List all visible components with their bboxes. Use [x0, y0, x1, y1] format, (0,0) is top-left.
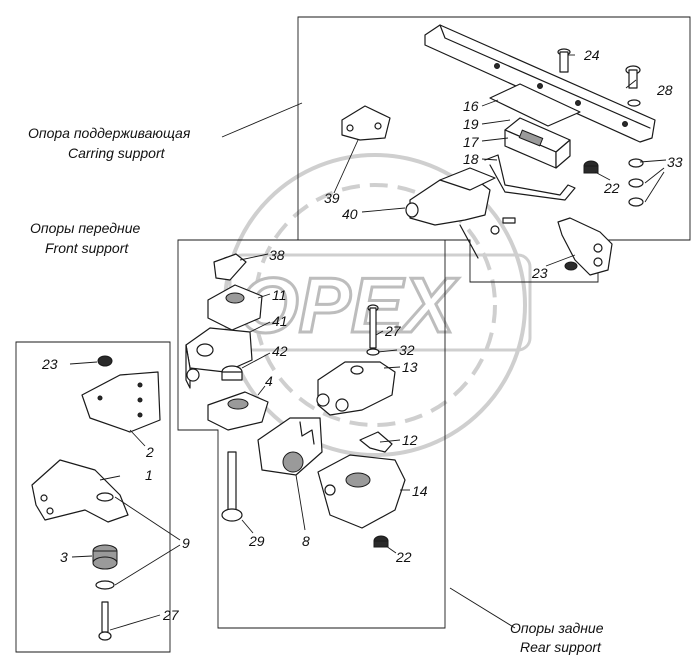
part-14-housing — [317, 454, 406, 529]
caption-front-en: Front support — [45, 240, 129, 256]
part-28-bolt — [625, 65, 641, 107]
leader-lines — [69, 54, 667, 631]
callout-33: 33 — [667, 154, 683, 170]
callout-42: 42 — [272, 343, 288, 359]
callout-38: 38 — [269, 247, 285, 263]
callouts: 24 28 16 19 17 18 33 22 39 40 23 38 11 4… — [41, 47, 683, 623]
callout-17: 17 — [463, 134, 480, 150]
part-24-bolt — [557, 48, 571, 73]
part-8-housing — [257, 417, 323, 476]
callout-23-front: 23 — [41, 356, 58, 372]
part-17-rubber-block — [504, 117, 571, 169]
callout-19: 19 — [463, 116, 479, 132]
callout-18: 18 — [463, 151, 479, 167]
part-22-nut-bottom — [373, 535, 389, 548]
part-19-plate — [489, 83, 581, 127]
part-39-bracket — [341, 105, 391, 141]
part-42-bushing — [221, 365, 243, 381]
callout-28: 28 — [656, 82, 673, 98]
callout-23-right: 23 — [531, 265, 548, 281]
callout-39: 39 — [324, 190, 340, 206]
callout-9: 9 — [182, 535, 190, 551]
part-27-bolt-rear — [367, 304, 379, 349]
callout-3: 3 — [60, 549, 68, 565]
part-4-pad — [207, 391, 269, 431]
callout-14: 14 — [412, 483, 428, 499]
captions: Опора поддерживающая Carring support Опо… — [28, 125, 604, 655]
callout-1: 1 — [145, 467, 153, 483]
part-9-washers — [95, 492, 115, 590]
callout-41: 41 — [272, 313, 288, 329]
callout-29: 29 — [248, 533, 265, 549]
callout-13: 13 — [402, 359, 418, 375]
part-32-washer — [366, 348, 380, 356]
opex-watermark: OPEX — [223, 153, 532, 457]
callout-27-front: 27 — [162, 607, 180, 623]
part-38-bracket — [213, 253, 247, 281]
rear-support-frame — [177, 239, 446, 629]
callout-4: 4 — [265, 373, 273, 389]
part-40-mount — [405, 167, 516, 259]
callout-32: 32 — [399, 342, 415, 358]
part-33-washers — [628, 158, 644, 207]
caption-support-ru: Опора поддерживающая — [28, 125, 191, 141]
part-3-rubber — [92, 544, 118, 570]
callout-11: 11 — [272, 287, 287, 303]
part-23-nut-front — [97, 355, 113, 367]
watermark-text: OPEX — [238, 261, 459, 349]
part-1-arm — [31, 459, 129, 523]
part-12-clip — [359, 431, 393, 453]
caption-rear-ru: Опоры задние — [510, 620, 604, 636]
part-23-right-bracket — [557, 217, 613, 276]
callout-24: 24 — [583, 47, 600, 63]
part-29-bolt — [221, 451, 243, 522]
callout-12: 12 — [402, 432, 418, 448]
part-22-nut-top — [583, 160, 599, 174]
part-41-bracket — [185, 327, 253, 389]
part-13-bracket — [316, 361, 396, 416]
part-11-cushion — [207, 284, 263, 331]
callout-27-rear: 27 — [384, 323, 402, 339]
callout-40: 40 — [342, 206, 358, 222]
front-support-frame — [15, 341, 171, 653]
part-16-cross-member — [424, 24, 656, 143]
caption-support-en: Carring support — [68, 145, 166, 161]
part-2-bracket — [81, 371, 161, 433]
callout-16: 16 — [463, 98, 479, 114]
callout-8: 8 — [302, 533, 310, 549]
caption-front-ru: Опоры передние — [30, 220, 140, 236]
part-18-bracket — [484, 154, 576, 201]
callout-22-bottom: 22 — [395, 549, 412, 565]
part-27-bolt-front — [98, 601, 112, 641]
callout-22-top: 22 — [603, 180, 620, 196]
caption-rear-en: Rear support — [520, 639, 602, 655]
callout-2: 2 — [145, 444, 154, 460]
